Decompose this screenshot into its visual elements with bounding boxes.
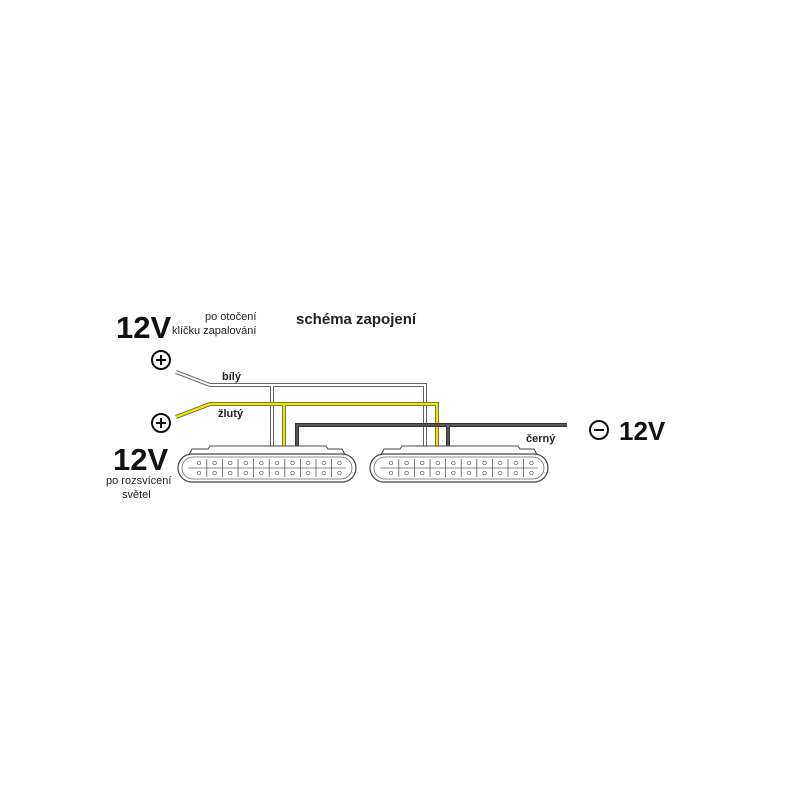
minus-icon	[589, 420, 609, 440]
led	[404, 470, 409, 476]
diagram-title: schéma zapojení	[296, 311, 417, 328]
plus-icon	[151, 350, 171, 370]
led-bar-left	[177, 445, 357, 483]
led	[290, 460, 295, 466]
led	[466, 460, 472, 466]
led	[388, 470, 394, 476]
led	[228, 460, 233, 466]
led	[404, 460, 409, 466]
led	[243, 460, 248, 466]
led	[306, 470, 311, 476]
led	[420, 460, 425, 466]
led	[259, 460, 264, 466]
led	[529, 460, 534, 466]
bottom-supply-note-1: po rozsvícení	[106, 475, 171, 487]
led	[435, 470, 440, 476]
led	[212, 470, 217, 476]
led	[513, 470, 518, 476]
yellow-wire-label: žlutý	[218, 408, 244, 420]
white-wire	[175, 370, 427, 447]
led	[274, 460, 280, 466]
plus-icon	[151, 413, 171, 433]
top-supply-note-2: klíčku zapalování	[172, 325, 256, 337]
led	[498, 470, 503, 476]
led	[451, 470, 456, 476]
led	[243, 470, 248, 476]
top-supply-note-1: po otočení	[205, 311, 256, 323]
ground-voltage: 12V	[619, 416, 666, 446]
led	[451, 460, 456, 466]
led	[388, 460, 394, 466]
top-supply-voltage: 12V	[116, 310, 171, 345]
led	[274, 470, 280, 476]
led	[482, 460, 487, 466]
bottom-supply-voltage: 12V	[113, 442, 168, 477]
led	[259, 470, 264, 476]
led	[498, 460, 503, 466]
led	[306, 460, 311, 466]
led-bar-right	[369, 445, 549, 483]
led	[228, 470, 233, 476]
black-wire	[295, 423, 567, 447]
led	[529, 470, 534, 476]
led	[196, 470, 202, 476]
led	[435, 460, 440, 466]
led	[420, 470, 425, 476]
led	[321, 460, 326, 466]
led	[466, 470, 472, 476]
led	[337, 460, 342, 466]
led	[337, 470, 342, 476]
led	[212, 460, 217, 466]
led	[513, 460, 518, 466]
led	[196, 460, 202, 466]
bottom-supply-note-2: světel	[122, 489, 151, 501]
white-wire-label: bílý	[222, 371, 242, 383]
led	[321, 470, 326, 476]
black-wire-label: černý	[526, 433, 556, 445]
led	[290, 470, 295, 476]
led	[482, 470, 487, 476]
